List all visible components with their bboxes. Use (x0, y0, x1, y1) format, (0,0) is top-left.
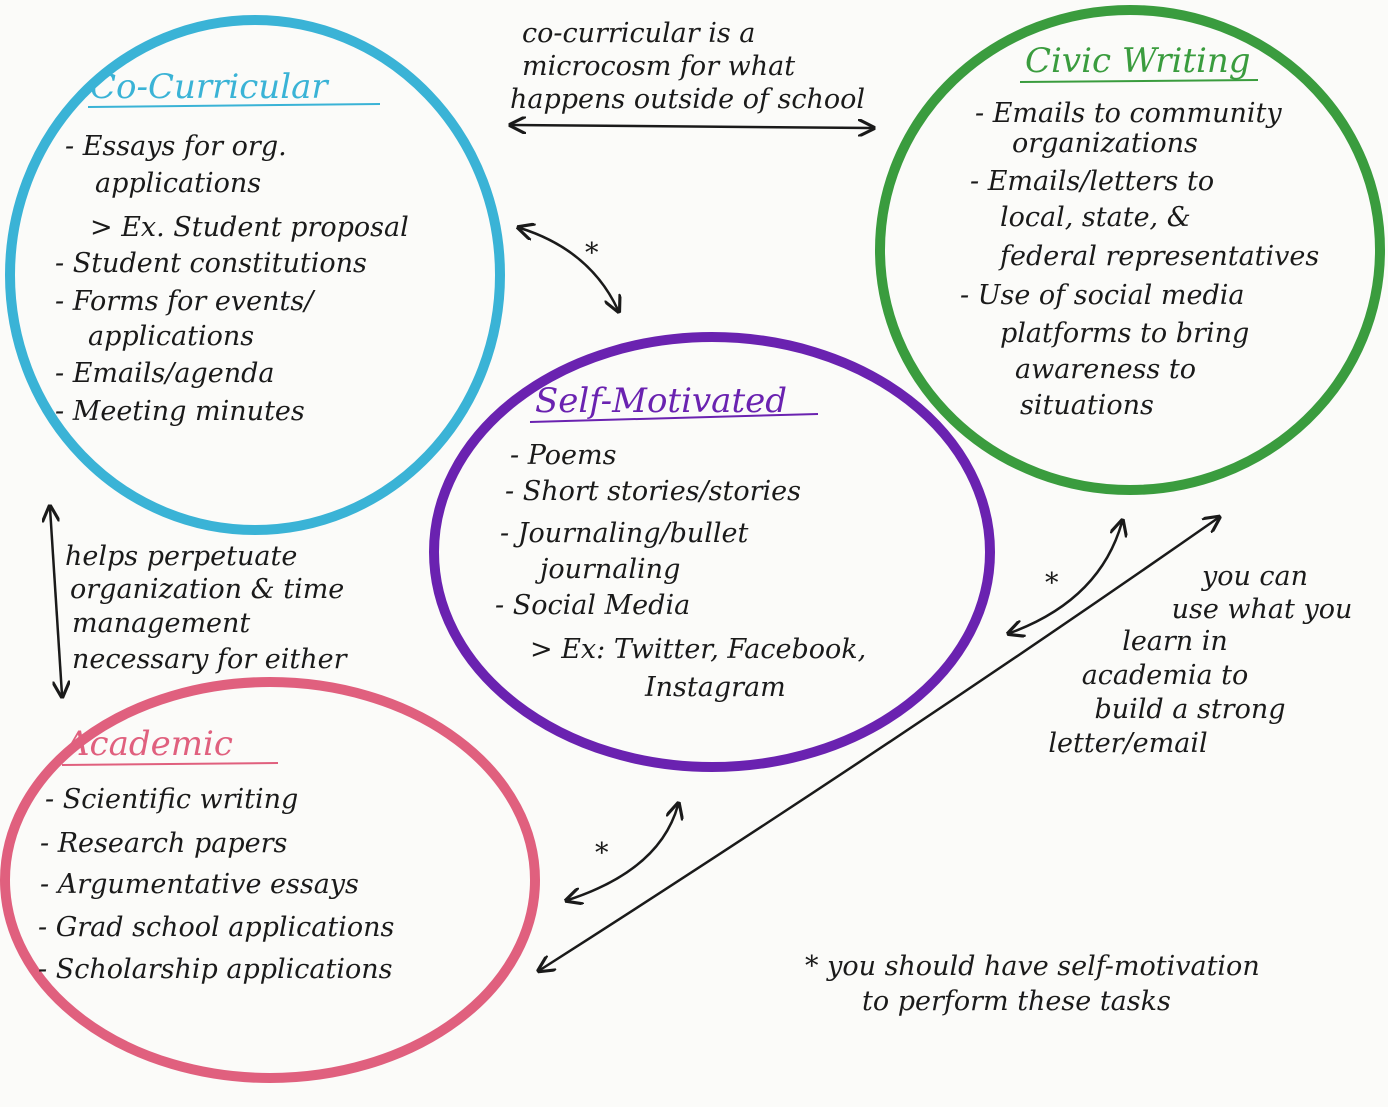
handwritten-line: awareness to (1015, 354, 1196, 385)
handwritten-line: organization & time (70, 574, 344, 605)
asterisk-self-civic: * (1045, 568, 1059, 599)
handwritten-line: letter/email (1048, 728, 1207, 759)
left-double-arrow (50, 508, 62, 695)
handwritten-line: * you should have self-motivation (805, 951, 1260, 982)
academic-group: Academic - Scientific writing - Research… (38, 724, 394, 985)
academic-civic-arrow (540, 518, 1218, 970)
handwritten-line: - Meeting minutes (55, 396, 305, 427)
handwritten-line: to perform these tasks (862, 986, 1171, 1017)
handwritten-line: - Emails to community (975, 98, 1282, 129)
handwritten-line: co-curricular is a (522, 18, 755, 49)
handwritten-line: applications (95, 168, 261, 199)
handwritten-line: build a strong (1094, 694, 1285, 725)
asterisk-co-self: * (585, 238, 599, 269)
civic-writing-title: Civic Writing (1025, 41, 1251, 81)
co-curricular-circle (5, 15, 505, 535)
handwritten-line: journaling (535, 554, 680, 585)
handwritten-line: situations (1020, 390, 1154, 421)
handwritten-line: - Short stories/stories (505, 476, 801, 507)
academic-self-arrow (568, 805, 678, 900)
handwritten-line: - Use of social media (960, 280, 1245, 311)
right-note: you can use what you learn in academia t… (1048, 561, 1352, 759)
handwritten-line: - Poems (510, 440, 616, 471)
handwritten-line: you can (1201, 561, 1308, 592)
handwritten-line: - Grad school applications (38, 912, 394, 943)
title-underline (61, 762, 279, 766)
handwritten-line: - Research papers (40, 828, 287, 859)
handwritten-line: - Journaling/bullet (500, 518, 749, 549)
handwritten-line: - Argumentative essays (40, 869, 359, 900)
asterisk-academic-self: * (595, 838, 609, 869)
handwritten-line: - Emails/letters to (970, 166, 1214, 197)
civic-writing-circle (875, 5, 1385, 495)
title-underline (529, 413, 819, 423)
self-motivated-title: Self-Motivated (535, 381, 787, 421)
co-curricular-title: Co-Curricular (90, 67, 329, 107)
handwritten-line: necessary for either (72, 644, 349, 675)
top-double-arrow (512, 125, 872, 128)
handwritten-line: - Essays for org. (65, 131, 287, 162)
handwritten-line: happens outside of school (510, 84, 865, 115)
top-note: co-curricular is a microcosm for what ha… (510, 18, 865, 115)
self-civic-arrow (1010, 522, 1122, 633)
handwritten-line: - Forms for events/ (55, 286, 316, 317)
handwritten-line: organizations (1012, 128, 1198, 159)
co-self-arrow (520, 228, 618, 310)
handwritten-line: learn in (1122, 626, 1228, 657)
academic-title: Academic (62, 724, 233, 764)
title-underline (87, 103, 381, 108)
handwritten-line: - Scholarship applications (38, 954, 393, 985)
handwritten-line: applications (88, 321, 254, 352)
civic-writing-group: Civic Writing - Emails to community orga… (960, 41, 1319, 421)
handwritten-line: management (72, 608, 250, 639)
handwritten-line: - Social Media (495, 590, 690, 621)
handwritten-line: use what you (1172, 594, 1353, 625)
handwritten-line: > Ex: Twitter, Facebook, (530, 634, 866, 665)
handwritten-line: - Student constitutions (55, 248, 367, 279)
handwritten-line: > Ex. Student proposal (90, 212, 409, 243)
self-motivated-group: Self-Motivated - Poems - Short stories/s… (495, 381, 866, 703)
left-note: helps perpetuate organization & time man… (65, 541, 349, 675)
handwritten-line: federal representatives (998, 241, 1319, 272)
handwritten-line: academia to (1082, 660, 1249, 691)
footnote: * you should have self-motivation to per… (805, 951, 1260, 1017)
handwritten-line: helps perpetuate (65, 541, 297, 572)
handwritten-line: platforms to bring (1000, 318, 1249, 349)
handwritten-line: microcosm for what (522, 51, 795, 82)
handwritten-line: - Scientific writing (45, 784, 298, 815)
handwritten-line: - Emails/agenda (55, 358, 274, 389)
title-underline (1019, 79, 1259, 83)
handwritten-line: local, state, & (1000, 202, 1191, 233)
handwritten-line: Instagram (644, 672, 786, 703)
co-curricular-group: Co-Curricular - Essays for org. applicat… (55, 67, 409, 427)
